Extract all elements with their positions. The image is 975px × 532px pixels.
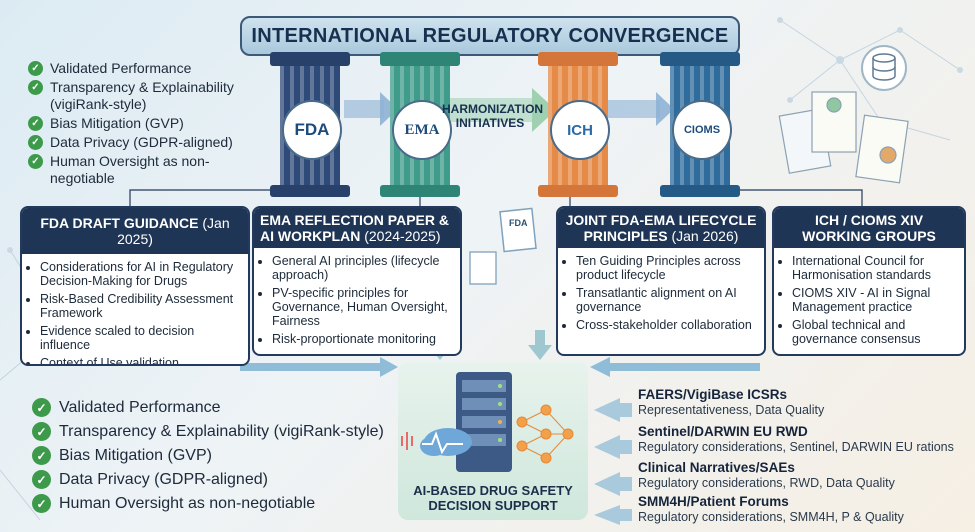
ich-logo: ICH: [550, 100, 610, 160]
sound-wave-icon: [401, 432, 413, 450]
fda-logo: FDA: [282, 100, 342, 160]
principle-item: ✓Validated Performance: [32, 398, 392, 418]
list-item: Cross-stakeholder collaboration: [576, 318, 760, 332]
principle-item: ✓Bias Mitigation (GVP): [32, 446, 392, 466]
checkmark-icon: ✓: [32, 446, 51, 465]
harmonization-label: HARMONIZATION INITIATIVES: [442, 102, 544, 130]
box-date: (Jan 2026): [671, 228, 739, 244]
list-item: Risk-Based Credibility Assessment Framew…: [40, 292, 244, 320]
checkmark-icon: ✓: [32, 470, 51, 489]
list-item: PV-specific principles for Governance, H…: [272, 286, 456, 328]
source-faers: FAERS/VigiBase ICSRs Representativeness,…: [638, 387, 824, 418]
cioms-logo: CIOMS: [672, 100, 732, 160]
checkmark-icon: ✓: [32, 398, 51, 417]
principle-item: ✓Human Oversight as non-negotiable: [28, 153, 268, 187]
checkmark-icon: ✓: [28, 61, 43, 76]
box-date: (Jan 2025): [117, 215, 230, 247]
principles-checklist-bottom: ✓Validated Performance ✓Transparency & E…: [32, 398, 392, 518]
principle-item: ✓Human Oversight as non-negotiable: [32, 494, 392, 514]
list-item: Considerations for AI in Regulatory Deci…: [40, 260, 244, 288]
server-ai-icon: [401, 372, 574, 472]
source-desc: Regulatory considerations, Sentinel, DAR…: [638, 440, 954, 454]
list-item: Global technical and governance consensu…: [792, 318, 960, 346]
principle-item: ✓Transparency & Explainability (vigiRank…: [32, 422, 392, 442]
principles-checklist-top: ✓Validated Performance ✓Transparency & E…: [28, 60, 268, 189]
principle-item: ✓Bias Mitigation (GVP): [28, 115, 268, 132]
pillar-fda: FDA: [270, 52, 350, 197]
box-title: EMA REFLECTION PAPER & AI WORKPLAN: [260, 212, 450, 244]
document-icon: [469, 251, 497, 285]
list-item: Evidence scaled to decision influence: [40, 324, 244, 352]
principle-item: ✓Data Privacy (GDPR-aligned): [32, 470, 392, 490]
principle-item: ✓Data Privacy (GDPR-aligned): [28, 134, 268, 151]
pillar-ema: EMA: [380, 52, 460, 197]
ema-logo: EMA: [392, 100, 452, 160]
principle-item: ✓Transparency & Explainability (vigiRank…: [28, 79, 268, 113]
source-clinical: Clinical Narratives/SAEs Regulatory cons…: [638, 460, 895, 491]
database-icon: [861, 45, 907, 91]
main-title: INTERNATIONAL REGULATORY CONVERGENCE: [240, 16, 740, 56]
box-joint-lifecycle: JOINT FDA-EMA LIFECYCLE PRINCIPLES (Jan …: [556, 206, 766, 356]
pillar-ich: ICH: [538, 52, 618, 197]
source-smm4h: SMM4H/Patient Forums Regulatory consider…: [638, 494, 904, 525]
checkmark-icon: ✓: [28, 154, 43, 169]
box-ich-cioms: ICH / CIOMS XIV WORKING GROUPS Internati…: [772, 206, 966, 356]
box-ema-reflection: EMA REFLECTION PAPER & AI WORKPLAN (2024…: [252, 206, 462, 356]
checkmark-icon: ✓: [32, 494, 51, 513]
pillar-cioms: CIOMS: [660, 52, 740, 197]
source-desc: Representativeness, Data Quality: [638, 403, 825, 417]
list-item: Context of Use validation: [40, 356, 244, 364]
source-title: Clinical Narratives/SAEs: [638, 460, 795, 475]
fda-document-icon: [499, 207, 537, 253]
list-item: International Council for Harmonisation …: [792, 254, 960, 282]
box-title: FDA DRAFT GUIDANCE: [40, 215, 199, 231]
checkmark-icon: ✓: [28, 135, 43, 150]
box-date: (2024-2025): [364, 228, 441, 244]
source-title: FAERS/VigiBase ICSRs: [638, 387, 788, 402]
checkmark-icon: ✓: [32, 422, 51, 441]
source-desc: Regulatory considerations, SMM4H, P & Qu…: [638, 510, 904, 524]
box-title: ICH / CIOMS XIV WORKING GROUPS: [802, 212, 936, 244]
cloud-icon: [420, 428, 472, 456]
list-item: Ten Guiding Principles across product li…: [576, 254, 760, 282]
source-sentinel: Sentinel/DARWIN EU RWD Regulatory consid…: [638, 424, 954, 455]
box-title: JOINT FDA-EMA LIFECYCLE PRINCIPLES: [565, 212, 757, 244]
checkmark-icon: ✓: [28, 116, 43, 131]
list-item: CIOMS XIV - AI in Signal Management prac…: [792, 286, 960, 314]
list-item: General AI principles (lifecycle approac…: [272, 254, 456, 282]
list-item: Risk-proportionate monitoring: [272, 332, 456, 346]
principle-item: ✓Validated Performance: [28, 60, 268, 77]
documents-icon: [778, 91, 909, 184]
source-title: Sentinel/DARWIN EU RWD: [638, 424, 808, 439]
source-title: SMM4H/Patient Forums: [638, 494, 789, 509]
neural-network-icon: [516, 404, 574, 464]
box-fda-guidance: FDA DRAFT GUIDANCE (Jan 2025) Considerat…: [20, 206, 250, 366]
list-item: Transatlantic alignment on AI governance: [576, 286, 760, 314]
source-desc: Regulatory considerations, RWD, Data Qua…: [638, 476, 895, 490]
central-label: AI-BASED DRUG SAFETY DECISION SUPPORT: [413, 483, 573, 513]
checkmark-icon: ✓: [28, 80, 43, 95]
decision-support-panel: [398, 362, 588, 520]
doc-fda-label: FDA: [509, 218, 528, 228]
